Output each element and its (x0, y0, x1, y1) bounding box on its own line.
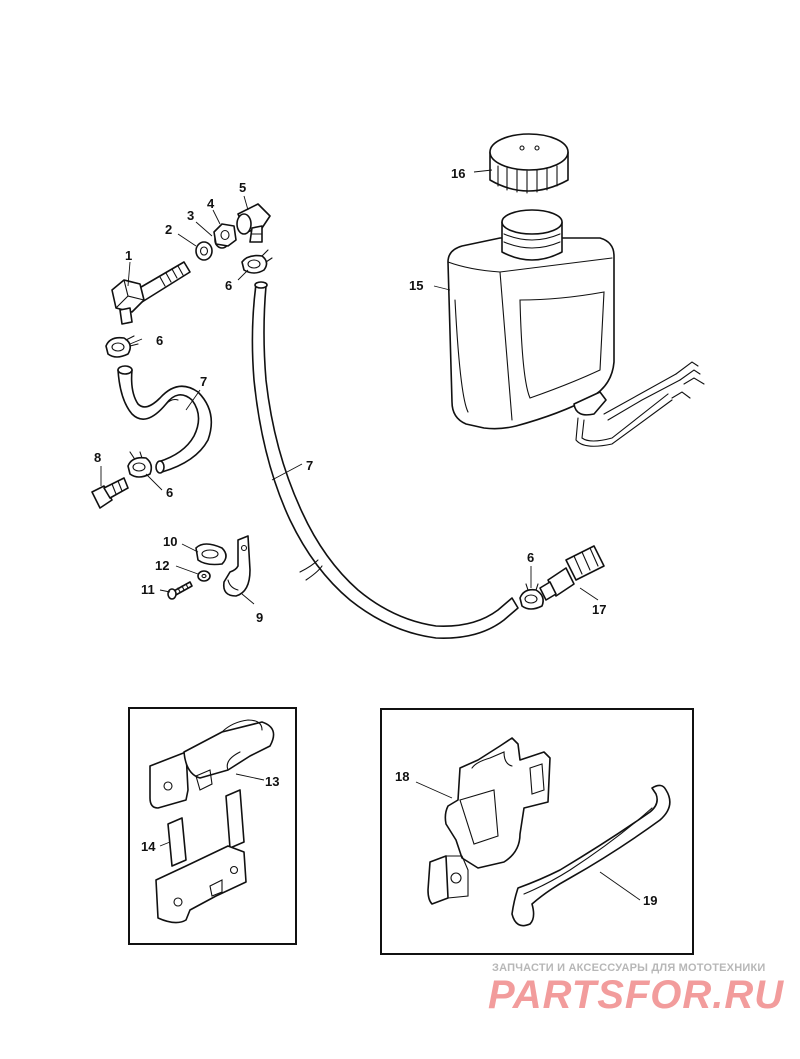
part-6-hose-clip-d (519, 583, 544, 610)
part-14-bracket (155, 789, 247, 924)
part-5-elbow-fitting (236, 203, 271, 243)
part-18-mounting-bracket (427, 737, 551, 905)
callout-13: 13 (265, 774, 279, 789)
part-2-washer (195, 241, 213, 261)
part-6-hose-clip-c (127, 451, 153, 478)
part-9-clamp (222, 535, 251, 597)
part-10-clamp-band (195, 543, 227, 566)
part-7-hose-short (117, 365, 213, 474)
callout-10: 10 (163, 534, 177, 549)
callout-18: 18 (395, 769, 409, 784)
callout-11: 11 (141, 582, 155, 597)
callout-8: 8 (94, 450, 101, 465)
callout-3: 3 (187, 208, 194, 223)
inset-frame-right (380, 708, 694, 955)
callout-19: 19 (643, 893, 657, 908)
callout-14: 14 (141, 839, 156, 854)
callout-16: 16 (451, 166, 465, 181)
part-15-oil-tank (447, 209, 705, 447)
part-19-strap (511, 784, 671, 927)
callout-6b: 6 (156, 333, 163, 348)
callout-4: 4 (207, 196, 215, 211)
callout-7a: 7 (200, 374, 207, 389)
callout-6c: 6 (166, 485, 173, 500)
watermark-caption: ЗАПЧАСТИ И АКСЕССУАРЫ ДЛЯ МОТОТЕХНИКИ (492, 962, 766, 974)
part-12-washer (197, 570, 211, 582)
inset-frame-left (128, 707, 297, 945)
part-17-fitting (539, 545, 605, 601)
part-7-oil-line-long (251, 281, 519, 639)
part-13-bracket (149, 719, 275, 809)
part-8-fitting (91, 477, 129, 509)
leader-lines (100, 169, 641, 901)
callout-2: 2 (165, 222, 172, 237)
part-11-screw (167, 581, 193, 600)
callout-6d: 6 (527, 550, 534, 565)
callout-labels: 1 2 3 4 5 6 6 7 8 6 7 10 12 11 9 6 17 15… (94, 166, 657, 908)
part-1-banjo-bolt (111, 261, 191, 325)
callout-12: 12 (155, 558, 169, 573)
callout-5: 5 (239, 180, 246, 195)
callout-6a: 6 (225, 278, 232, 293)
callout-7b: 7 (306, 458, 313, 473)
callout-9: 9 (256, 610, 263, 625)
part-6-hose-clip-b (105, 335, 139, 358)
callout-1: 1 (125, 248, 132, 263)
part-6-hose-clip-a (241, 249, 273, 274)
callout-17: 17 (592, 602, 606, 617)
part-16-tank-cap (489, 133, 569, 194)
watermark-logo: PARTSFOR.RU (488, 973, 785, 1017)
part-4-nut (213, 223, 237, 247)
callout-15: 15 (409, 278, 423, 293)
